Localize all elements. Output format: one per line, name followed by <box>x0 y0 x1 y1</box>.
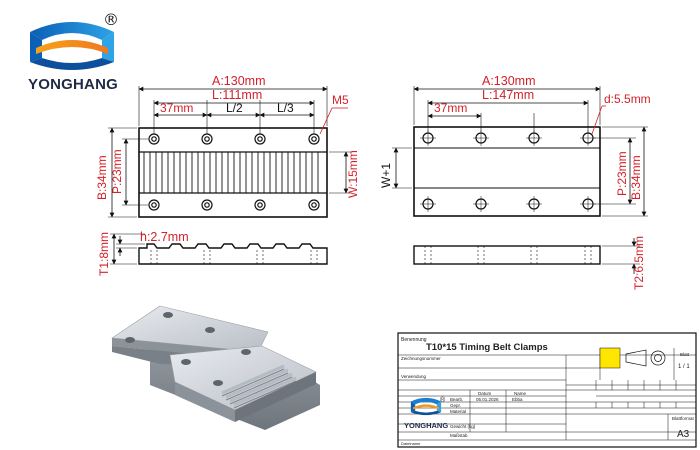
right-dim-hole-dia: d:5.5mm <box>604 92 651 106</box>
right-dim-hole-span: L:147mm <box>482 88 534 102</box>
tb-title: T10*15 Timing Belt Clamps <box>426 342 548 353</box>
right-dim-height: B:34mm <box>629 155 643 200</box>
right-side-profile <box>413 245 601 265</box>
right-dim-pitch-height: P:23mm <box>615 151 629 196</box>
tb-gepr-label: Gepr. <box>450 403 461 408</box>
right-side-view: T2:6.5mm <box>413 236 646 290</box>
left-side-view: h:2.7mm T1:8mm <box>97 230 328 276</box>
tb-format-value: A3 <box>677 429 690 440</box>
right-top-view: A:130mm L:147mm 37mm d:5.5mm W+1 P:23mm … <box>379 74 651 217</box>
left-plate-outline <box>138 127 328 218</box>
tb-name-label: Name <box>514 391 527 396</box>
tb-logo-icon <box>410 397 442 416</box>
tb-gewicht-label: Gewicht (kg) <box>450 424 476 429</box>
tb-blatt-label: Blatt <box>680 352 690 357</box>
left-dim-width: W:15mm <box>346 150 360 198</box>
tb-bearb-label: Bearb. <box>450 397 463 402</box>
projection-symbol-icon <box>625 349 666 367</box>
left-teeth-lines <box>143 152 319 193</box>
tb-blatt-value: 1 / 1 <box>678 364 690 370</box>
left-dim-tooth-height: h:2.7mm <box>140 230 189 244</box>
projection-symbol-box <box>599 347 621 369</box>
tb-zeichnungsnummer-label: Zeichnungsnummer <box>401 356 441 361</box>
isometric-render <box>111 305 320 430</box>
tb-dateiname-label: Dateiname <box>401 441 421 446</box>
right-dim-overall-length: A:130mm <box>482 74 536 88</box>
brand-name: YONGHANG <box>28 76 118 93</box>
tb-datum-label: Datum <box>478 391 492 396</box>
left-side-profile <box>138 243 328 265</box>
left-holes <box>148 133 320 211</box>
tb-benennung-label: Benennung <box>401 337 427 343</box>
tb-format-label: Blattformat <box>672 416 695 421</box>
yonghang-logo-icon <box>30 22 114 70</box>
left-dim-overall-length: A:130mm <box>212 74 266 88</box>
left-top-view: A:130mm L:111mm 37mm L/2 L/3 M5 B:34mm P… <box>95 74 360 218</box>
left-dim-offset: 37mm <box>160 101 193 115</box>
registered-mark: ® <box>103 10 119 29</box>
tb-brand-name: YONGHANG <box>404 421 448 430</box>
tb-material-label: Material <box>450 409 466 414</box>
tb-bearb-date: 05.01.2026 <box>476 397 499 402</box>
right-plate-outline <box>413 126 601 217</box>
left-dim-height: B:34mm <box>95 155 109 200</box>
left-dim-thread: M5 <box>332 93 349 107</box>
title-block: Benennung T10*15 Timing Belt Clamps Zeic… <box>397 332 697 448</box>
tb-bearb-name: Ebba <box>512 397 523 402</box>
tb-verwendung-label: Verwendung <box>401 374 427 379</box>
left-dim-thickness: T1:8mm <box>97 232 111 276</box>
right-dim-thickness: T2:6.5mm <box>632 236 646 290</box>
left-dim-third: L/3 <box>277 101 294 115</box>
left-dim-pitch-height: P:23mm <box>110 149 124 194</box>
left-dim-hole-span: L:111mm <box>212 88 262 102</box>
tb-massstab-label: Maßstab <box>450 433 468 438</box>
right-dim-offset: 37mm <box>434 101 467 115</box>
left-dim-half: L/2 <box>226 101 243 115</box>
right-dim-width-plus: W+1 <box>379 163 393 188</box>
tb-registered-mark: ® <box>440 396 446 404</box>
